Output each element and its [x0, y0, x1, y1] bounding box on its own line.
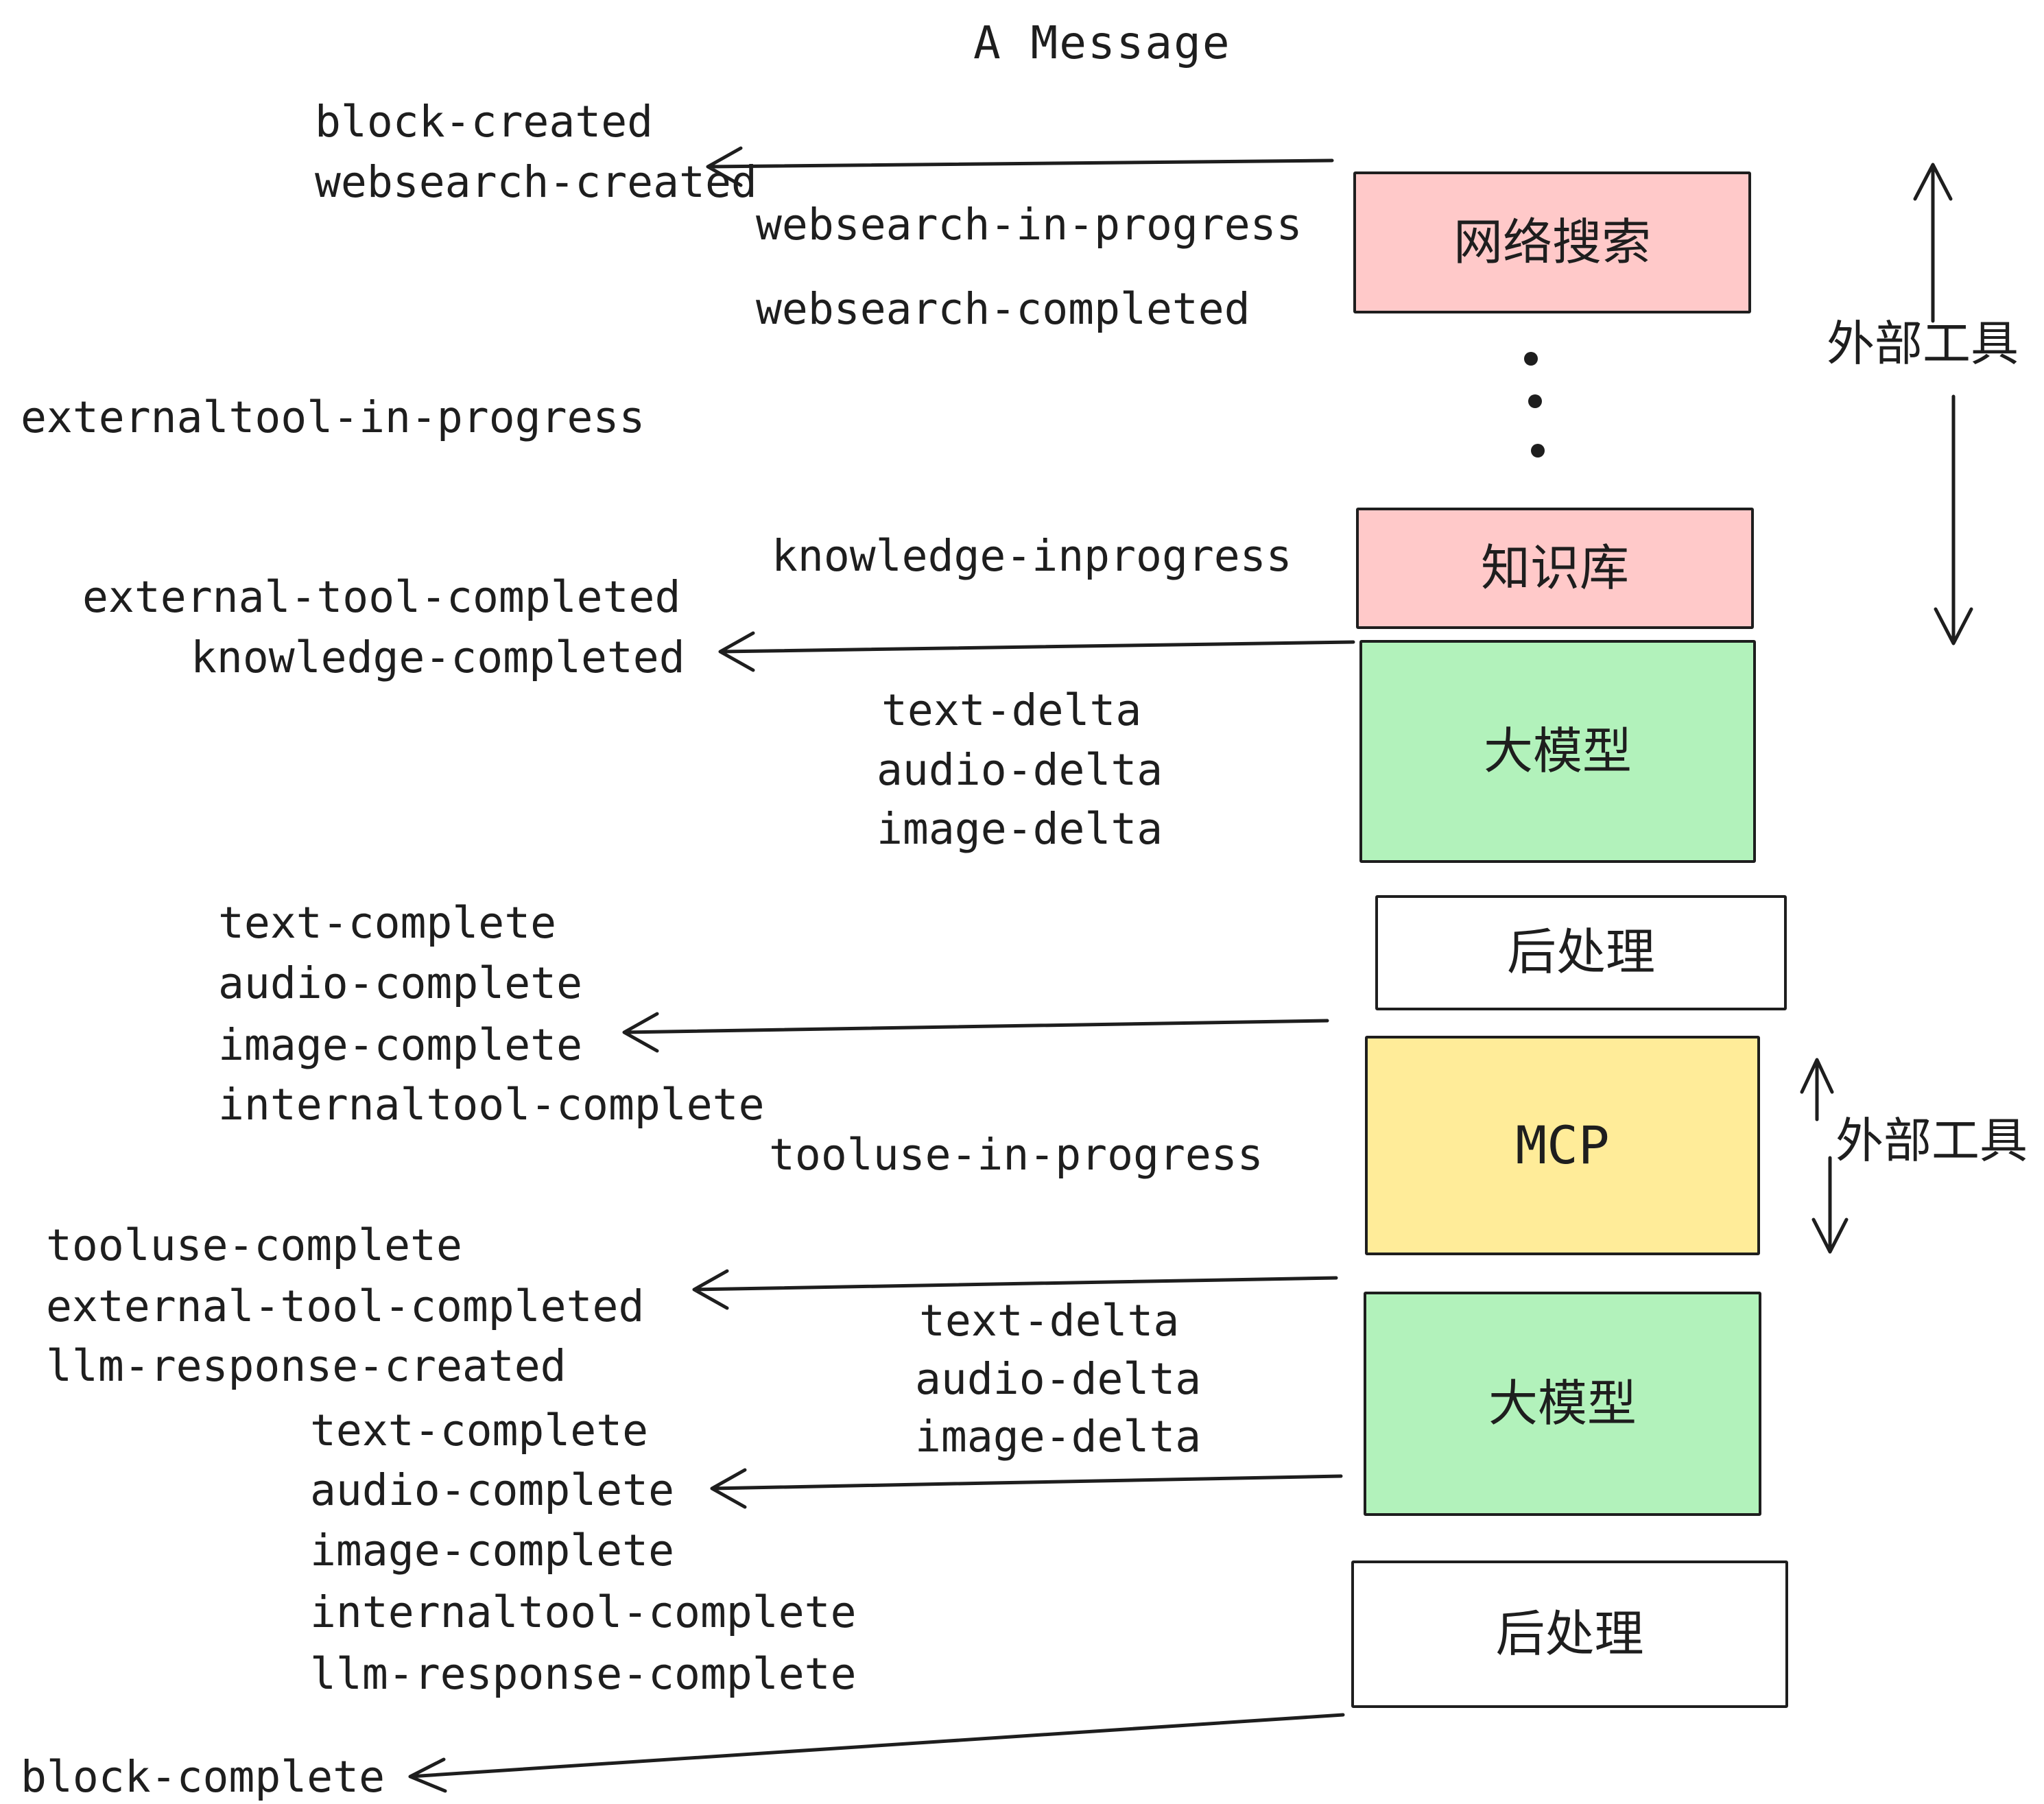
event-audio-delta-2: audio-delta: [915, 1354, 1202, 1404]
event-audio-complete-2: audio-complete: [310, 1465, 675, 1515]
mcp-box: MCP: [1365, 1036, 1760, 1255]
event-externaltool-in-progress: externaltool-in-progress: [21, 392, 645, 442]
diagram-title: A Message: [973, 16, 1231, 69]
arrow-tooluse-complete: [692, 1269, 1338, 1310]
event-llm-response-created: llm-response-created: [46, 1341, 567, 1391]
ellipsis-dot: [1531, 444, 1545, 458]
event-audio-delta: audio-delta: [877, 745, 1163, 795]
arrow-block-created: [706, 146, 1334, 187]
event-text-delta-2: text-delta: [919, 1296, 1180, 1346]
event-text-complete: text-complete: [218, 898, 557, 948]
event-llm-response-complete: llm-response-complete: [310, 1649, 857, 1699]
arrow-mcp-up: [1800, 1058, 1834, 1121]
event-image-delta-2: image-delta: [915, 1412, 1202, 1462]
mcp-box-label: MCP: [1515, 1115, 1610, 1176]
event-image-delta: image-delta: [877, 804, 1163, 854]
llm-box-2-label: 大模型: [1488, 1376, 1637, 1432]
arrow-mcp-down: [1811, 1156, 1849, 1254]
event-internaltool-complete-2: internaltool-complete: [310, 1587, 857, 1637]
websearch-box-label: 网络搜索: [1453, 215, 1651, 270]
postprocess-box-2-label: 后处理: [1495, 1606, 1644, 1662]
event-websearch-completed: websearch-completed: [756, 284, 1250, 334]
event-text-delta: text-delta: [881, 685, 1142, 735]
arrow-block-complete: [408, 1713, 1345, 1793]
postprocess-box-1-label: 后处理: [1506, 925, 1655, 980]
arrow-image-complete: [622, 1012, 1329, 1053]
event-knowledge-inprogress: knowledge-inprogress: [772, 531, 1292, 581]
event-websearch-created: websearch-created: [315, 157, 757, 207]
event-image-complete-2: image-complete: [310, 1526, 675, 1576]
arrow-knowledge-completed: [718, 631, 1355, 672]
ellipsis-dot: [1528, 394, 1542, 408]
llm-box-1: 大模型: [1359, 640, 1756, 863]
external-tools-annotation-top: 外部工具: [1827, 317, 2019, 370]
event-tooluse-complete: tooluse-complete: [46, 1220, 462, 1270]
event-block-created: block-created: [315, 97, 654, 147]
event-block-complete: block-complete: [21, 1752, 385, 1802]
event-audio-complete: audio-complete: [218, 958, 583, 1008]
postprocess-box-2: 后处理: [1351, 1560, 1788, 1708]
llm-box-2: 大模型: [1364, 1292, 1761, 1516]
event-text-complete-2: text-complete: [310, 1405, 649, 1456]
event-knowledge-completed: knowledge-completed: [191, 632, 685, 683]
postprocess-box-1: 后处理: [1375, 895, 1787, 1010]
event-websearch-in-progress: websearch-in-progress: [756, 200, 1303, 250]
websearch-box: 网络搜索: [1353, 171, 1751, 313]
ellipsis-dot: [1524, 352, 1538, 366]
event-external-tool-completed-2: external-tool-completed: [46, 1281, 645, 1331]
event-external-tool-completed: external-tool-completed: [82, 572, 681, 622]
arrow-external-tools-up: [1913, 163, 1953, 323]
external-tools-annotation-mcp: 外部工具: [1835, 1114, 2028, 1167]
arrow-external-tools-down: [1934, 394, 1973, 645]
knowledge-box: 知识库: [1356, 508, 1754, 629]
event-image-complete: image-complete: [218, 1020, 583, 1070]
event-tooluse-in-progress: tooluse-in-progress: [769, 1130, 1263, 1180]
knowledge-box-label: 知识库: [1480, 541, 1629, 596]
arrow-audio-complete: [710, 1468, 1343, 1509]
event-internaltool-complete: internaltool-complete: [218, 1080, 765, 1130]
llm-box-1-label: 大模型: [1483, 724, 1632, 779]
